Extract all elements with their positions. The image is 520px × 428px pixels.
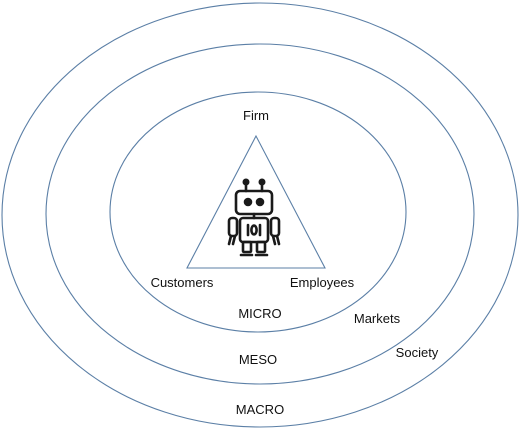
customers-label: Customers	[151, 275, 214, 290]
meso-label: MESO	[239, 352, 277, 367]
micro-ring	[109, 91, 407, 333]
micro-label: MICRO	[238, 306, 281, 321]
markets-label: Markets	[354, 311, 401, 326]
firm-customers-employees-triangle	[186, 134, 326, 269]
employees-label: Employees	[290, 275, 355, 290]
meso-ring	[45, 43, 475, 385]
robot-icon	[227, 178, 281, 257]
macro-label: MACRO	[236, 402, 284, 417]
firm-label: Firm	[243, 108, 269, 123]
society-label: Society	[396, 345, 439, 360]
